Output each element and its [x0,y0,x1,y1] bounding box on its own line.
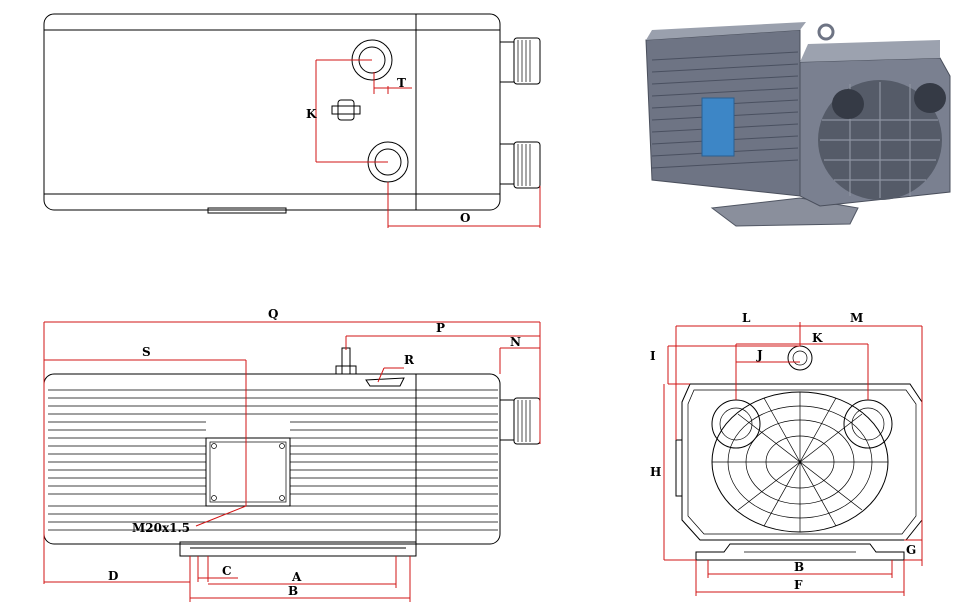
dimension-b-side: B [189,556,411,602]
label-h: H [650,465,661,479]
dimension-k-top: K [306,59,388,163]
dimension-g: G [904,539,922,561]
dimension-h: H [650,384,696,561]
label-b-front: B [794,560,804,574]
dimension-b-front: B [707,560,893,578]
label-o: O [460,211,470,225]
label-f: F [794,578,803,592]
dimension-a: A [208,556,397,588]
label-b-side: B [288,584,298,598]
pump-render [645,22,951,227]
label-g: G [906,543,916,557]
dimension-f: F [695,560,905,596]
label-p-side: P [436,321,445,335]
dimension-q: Q [43,307,541,584]
label-k-top: K [306,107,317,121]
label-q: Q [268,307,278,321]
label-t: T [397,76,406,90]
dimension-s: S [44,345,247,527]
label-r: R [404,353,415,367]
dimension-o: O [387,182,541,228]
front-view: L M K J I H G [650,311,923,596]
label-c: C [222,564,232,578]
dimension-p-side: P [345,321,540,350]
dimension-k-front: K [735,331,869,400]
label-a: A [291,570,302,584]
dimension-t: T [373,72,412,94]
dimension-c: C [197,556,238,582]
label-m: M [850,311,863,325]
dimension-r: R [377,353,415,383]
top-view: K T O [43,13,541,228]
label-d: D [108,569,118,583]
label-n: N [510,335,521,349]
label-i: I [650,349,656,363]
dimension-l-m: L M [675,311,923,566]
side-view: Q S P R N D [43,307,541,602]
label-s: S [142,345,151,359]
dimension-n: N [499,335,540,374]
label-j: J [756,348,763,362]
label-thread: M20x1.5 [132,521,190,535]
dimension-i: I [650,345,800,385]
dimension-j: J [736,348,800,363]
label-k-front: K [812,331,823,345]
dimension-d: D [44,556,191,586]
label-l: L [742,311,751,325]
